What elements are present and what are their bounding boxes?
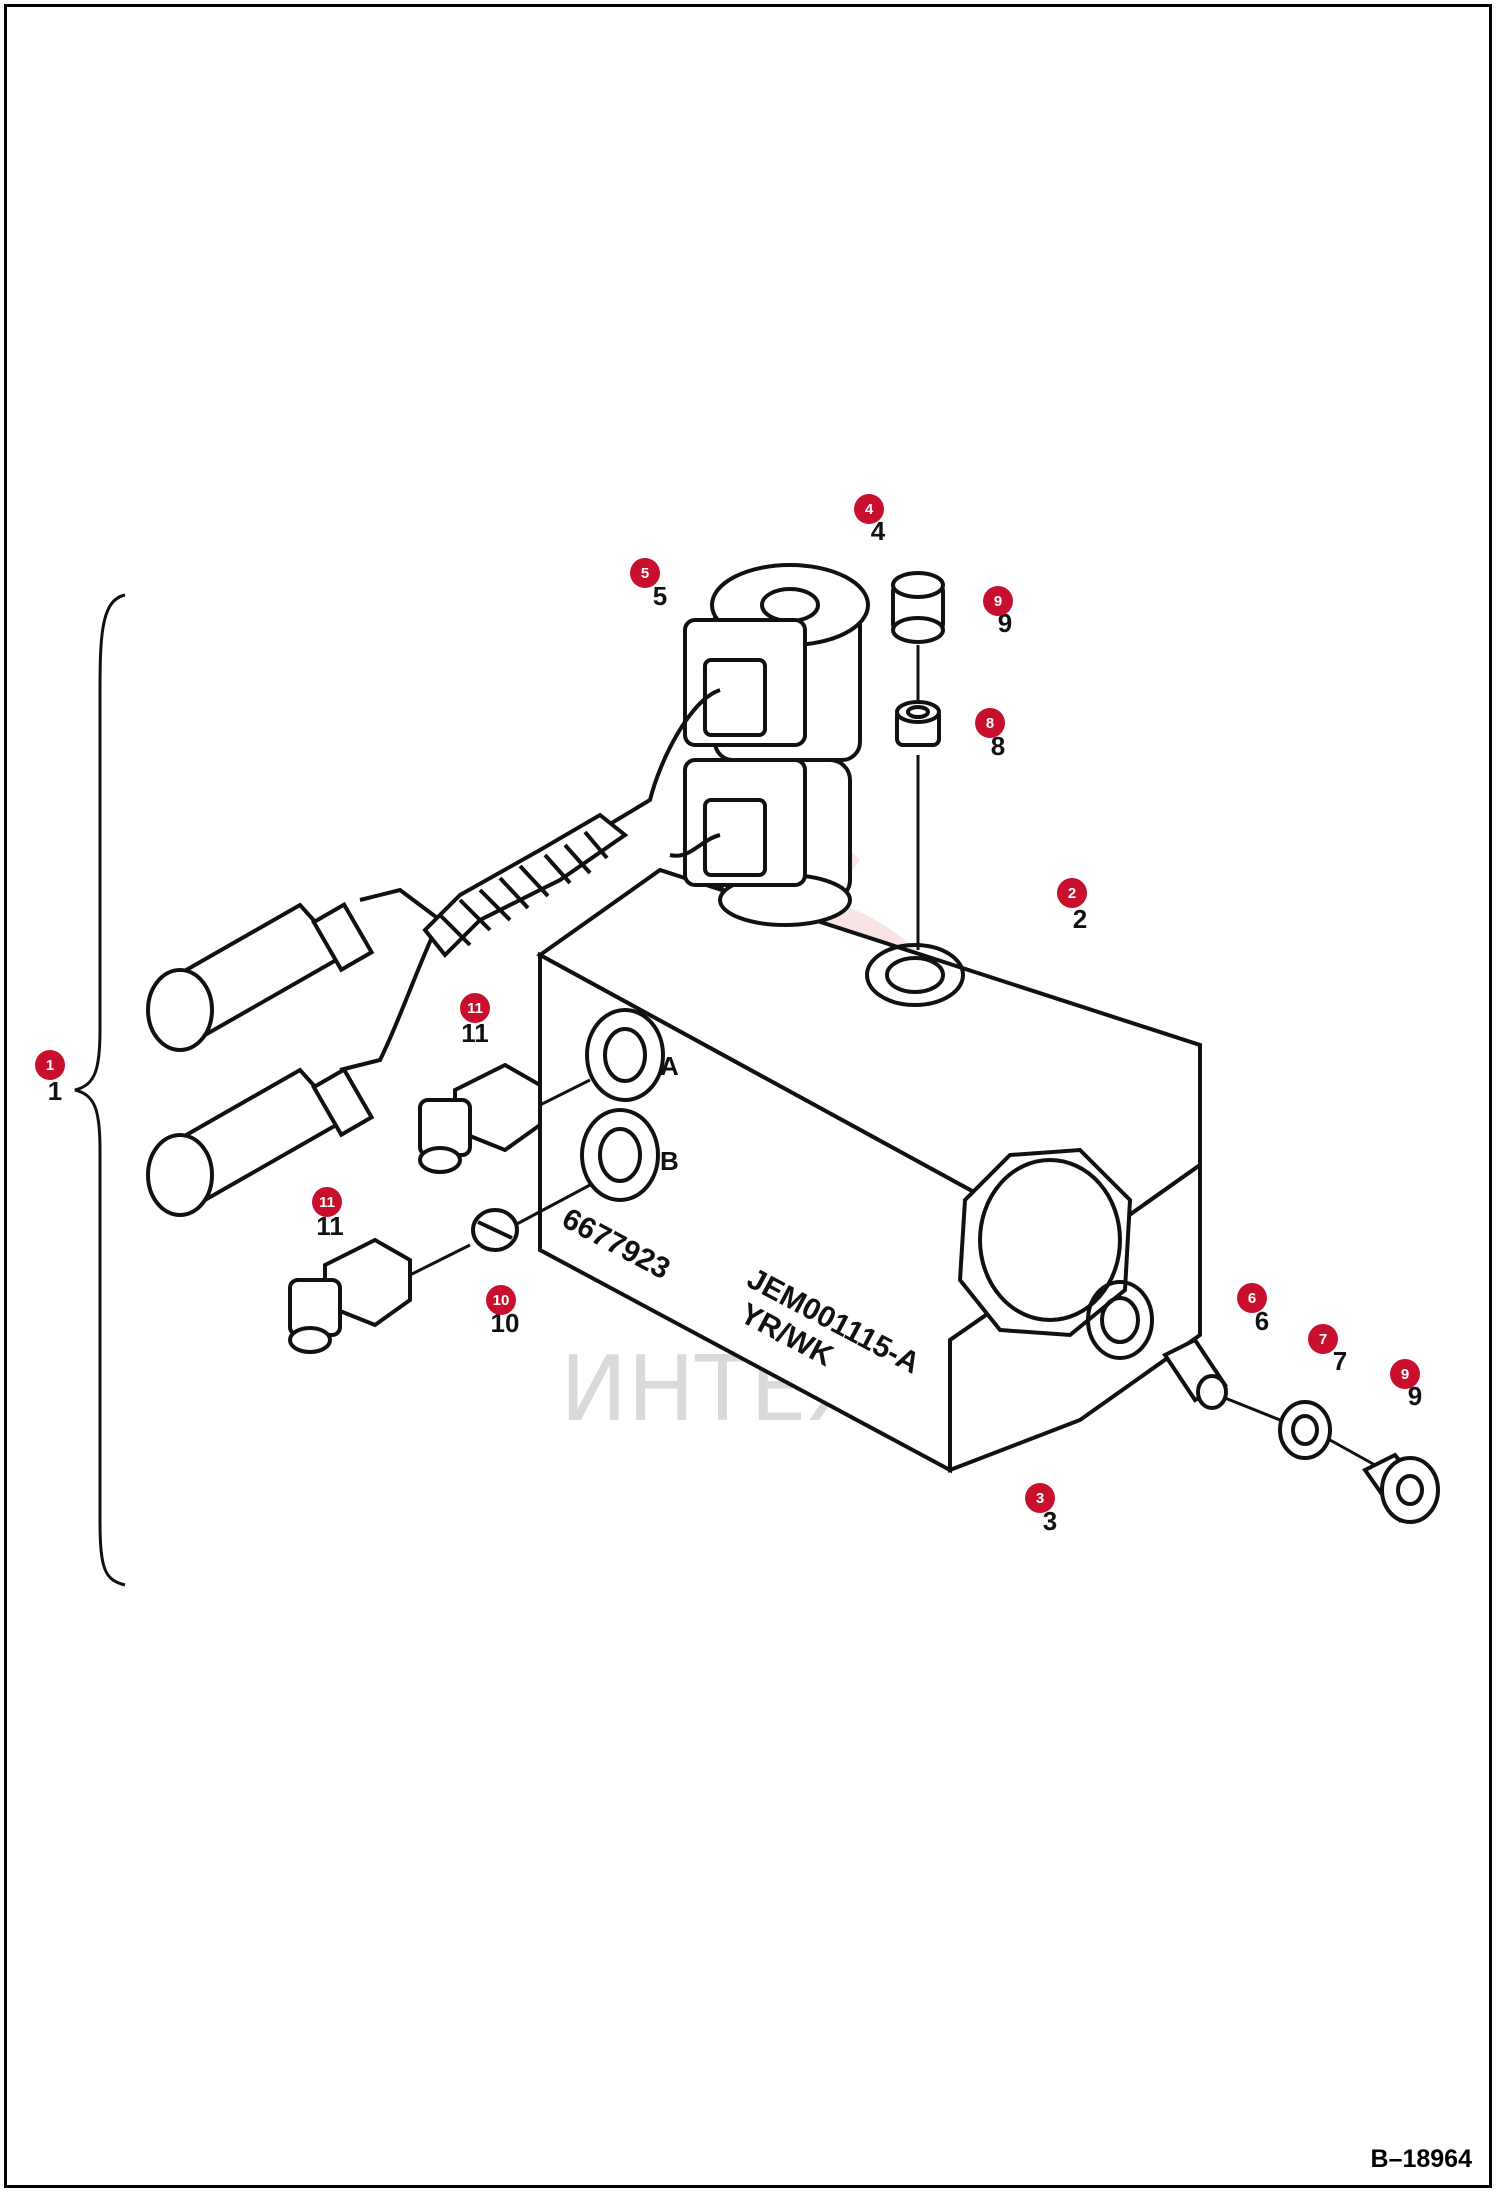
port-b-label: B [660,1146,679,1176]
connector-upper [146,901,375,1052]
callout-number: 9 [1401,1366,1409,1383]
callout-marker [1390,1359,1420,1389]
callout-number: 4 [865,501,874,518]
callout-4: 44 [854,494,886,546]
callout-6: 66 [1237,1283,1269,1336]
callout-5-print: 5 [653,581,667,611]
callout-marker [975,708,1005,738]
top-seat [895,700,941,747]
fitting-lower-axis [409,1243,471,1277]
fitting-upper [418,1062,542,1174]
callout-marker [1025,1483,1055,1513]
right-poppet [1162,1337,1228,1410]
callout-number: 7 [1319,1331,1327,1348]
solenoid-valve [683,563,870,927]
port-a-label: A [660,1051,679,1081]
callout-number: 1 [46,1057,54,1074]
fitting-upper-axis [539,1078,591,1107]
top-seat-plug [891,571,945,644]
callout-number: 3 [1036,1490,1044,1507]
callout-2: 22 [1057,878,1087,934]
right-seat [1278,1400,1332,1460]
callout-6-print: 6 [1255,1306,1269,1336]
assembly-brace [74,593,126,1587]
callout-marker [486,1285,516,1315]
connector-lower [146,1066,375,1217]
callout-1: 11 [35,1050,65,1106]
figure-id: B–18964 [1370,2145,1472,2173]
callout-8-print: 8 [991,731,1005,761]
fitting-lower [288,1237,412,1354]
orifice-plug [471,1208,519,1252]
callout-2-print: 2 [1073,904,1087,934]
callout-marker [1057,878,1087,908]
callout-number: 11 [467,1000,483,1017]
callout-number: 11 [319,1194,335,1211]
right-seat-plug [1362,1452,1440,1524]
callout-8: 88 [975,708,1005,761]
callout-3: 33 [1025,1483,1057,1536]
right-axis-line-2 [1329,1438,1376,1467]
callout-number: 9 [994,593,1002,610]
callout-1-print: 1 [48,1076,62,1106]
callout-marker [1237,1283,1267,1313]
callout-marker [460,993,490,1023]
callout-9-print: 9 [1408,1381,1422,1411]
callout-marker [1308,1324,1338,1354]
callout-7-print: 7 [1333,1346,1347,1376]
callout-number: 2 [1068,885,1076,902]
harness-sleeve [422,812,629,958]
callout-marker [35,1050,65,1080]
callout-9: 99 [1390,1359,1422,1411]
callout-7: 77 [1308,1324,1347,1376]
diagram-frame [4,4,1492,2188]
callout-9: 99 [983,586,1013,638]
callout-number: 8 [986,715,994,732]
right-axis-line-1 [1224,1396,1281,1422]
callout-marker [630,558,660,588]
callout-number: 10 [493,1292,510,1309]
orifice-axis [514,1183,591,1227]
callout-5: 55 [630,558,667,611]
callout-4-print: 4 [871,516,886,546]
callout-marker [312,1187,342,1217]
hex-plug [957,1147,1133,1338]
callout-marker [854,494,884,524]
callout-3-print: 3 [1043,1506,1057,1536]
callout-number: 6 [1248,1290,1256,1307]
callout-marker [983,586,1013,616]
callout-number: 5 [641,565,649,582]
